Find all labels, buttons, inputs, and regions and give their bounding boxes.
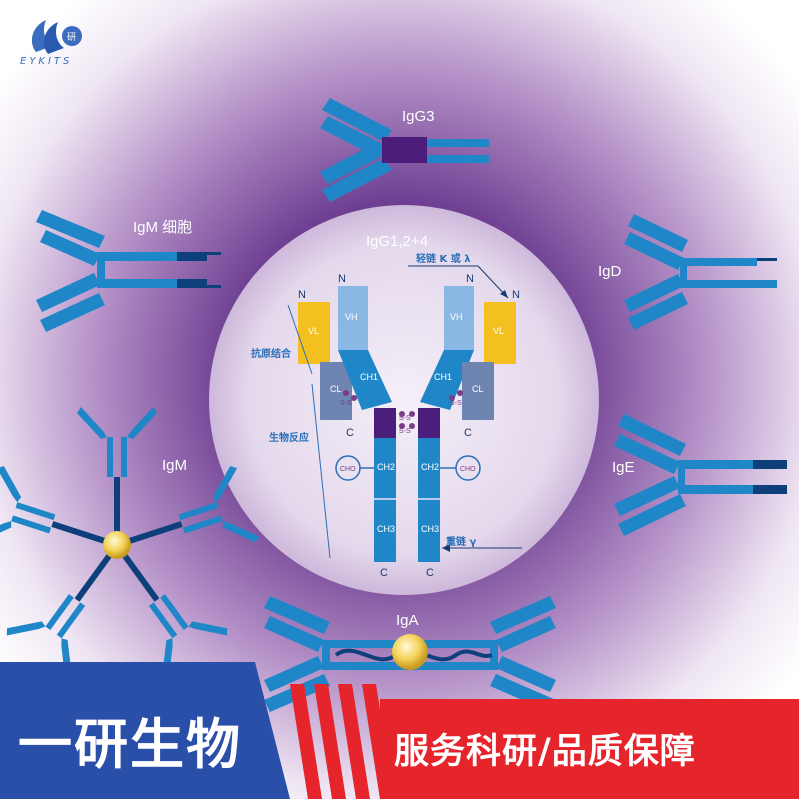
label-ch2-right: CH2 [421,462,439,472]
eykits-logo-icon: 研 [31,20,82,54]
vh-left-domain [338,286,368,350]
label-heavy-chain: 重链 γ [446,535,476,548]
iga-dimer [264,596,556,712]
label-c-bottom-left: C [380,567,388,579]
ch2-right-domain [418,438,440,498]
label-igg3: IgG3 [402,108,435,125]
label-cl-left: CL [330,384,342,394]
igm-cell-antibody [36,210,221,332]
label-igm: IgM [162,457,187,474]
igg3-antibody [320,98,489,202]
inner-circle [209,205,599,595]
ch2-left-domain [374,438,396,498]
ch1-left-domain [338,350,392,410]
logo-text: EYKITS [20,56,73,67]
label-n-left: N [298,289,306,301]
igd-antibody [624,214,777,330]
label-ss-hinge2: S-S [399,428,411,435]
hinge-left [374,408,396,438]
label-ch2-left: CH2 [377,462,395,472]
iga-j-chain-ball [392,634,428,670]
ch1-right-domain [420,350,474,410]
label-light-chain: 轻链 K 或 λ [416,252,471,265]
vl-left-domain [298,302,330,364]
label-c-bottom-right: C [426,567,434,579]
label-cho-right: CHO [460,466,476,473]
label-antigen-binding: 抗原结合 [251,347,292,360]
j-chain-ball [103,531,131,559]
ch3-right-domain [418,500,440,562]
bracket-bio [311,383,331,559]
label-vh-right: VH [450,312,463,322]
ch3-left-domain [374,500,396,562]
label-vl-right: VL [493,326,504,336]
igm-pentamer [0,407,260,678]
banner-right [380,699,799,799]
label-ige: IgE [612,459,635,476]
banner-left [0,662,290,799]
cl-right-domain [462,362,494,420]
vl-right-domain [484,302,516,364]
label-iga: IgA [396,612,419,629]
bracket-antigen [287,304,313,375]
brand-name: 一研生物 [18,713,242,776]
label-vl-left: VL [308,326,319,336]
slogan: 服务科研/品质保障 [394,732,696,772]
label-n-right2: N [512,289,520,301]
label-n-right: N [466,273,474,285]
label-ss-hinge1: S-S [399,415,411,422]
label-bio-reaction: 生物反应 [269,431,309,444]
ige-antibody [614,414,787,536]
svg-text:研: 研 [67,32,76,43]
label-igg124: IgG1,2+4 [366,233,428,250]
label-ch1-right: CH1 [434,372,452,382]
igg-detailed-antibody [287,265,522,562]
hinge-right [418,408,440,438]
label-c-left: C [346,427,354,439]
label-ch3-right: CH3 [421,524,439,534]
label-igm-cell: IgM 细胞 [133,219,192,236]
label-ch1-left: CH1 [360,372,378,382]
label-n-left2: N [338,273,346,285]
label-ss-left: S-S [340,400,352,407]
label-cho-left: CHO [340,466,356,473]
label-cl-right: CL [472,384,484,394]
label-igd: IgD [598,263,622,280]
banner-stripes [290,684,390,799]
label-c-right: C [464,427,472,439]
label-ch3-left: CH3 [377,524,395,534]
vh-right-domain [444,286,474,350]
label-ss-right: S-S [450,400,462,407]
label-vh-left: VH [345,312,358,322]
